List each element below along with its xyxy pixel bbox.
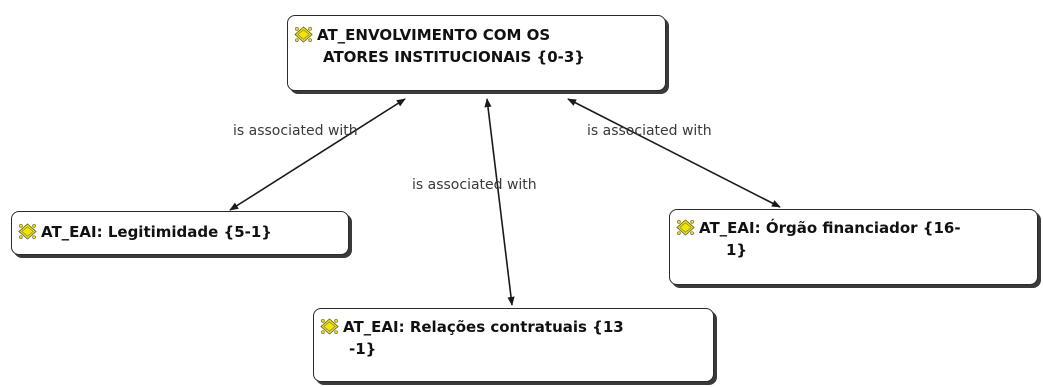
edge-root-legitimidade[interactable] bbox=[229, 98, 406, 211]
node-relacoes-line1: AT_EAI: Relações contratuais {13 bbox=[343, 318, 624, 336]
edge-root-relacoes[interactable] bbox=[484, 98, 515, 306]
node-relacoes-contratuais[interactable]: AT_EAI: Relações contratuais {13 -1} bbox=[313, 308, 714, 382]
node-root-line1: AT_ENVOLVIMENTO COM OS bbox=[317, 26, 551, 44]
node-legitimidade-label: AT_EAI: Legitimidade {5-1} bbox=[41, 223, 272, 241]
node-root-line2: ATORES INSTITUCIONAIS {0-3} bbox=[323, 48, 585, 66]
node-relacoes-line2: -1} bbox=[349, 340, 377, 358]
edge-root-orgao[interactable] bbox=[567, 98, 781, 208]
node-relacoes-line1-row: AT_EAI: Relações contratuais {13 bbox=[320, 316, 705, 338]
edge-label-right: is associated with bbox=[587, 123, 712, 139]
node-orgao-line1: AT_EAI: Órgão financiador {16- bbox=[699, 219, 961, 237]
node-root[interactable]: AT_ENVOLVIMENTO COM OS ATORES INSTITUCIO… bbox=[287, 15, 666, 91]
node-orgao-line1-row: AT_EAI: Órgão financiador {16- bbox=[676, 217, 1029, 239]
code-family-icon bbox=[18, 223, 37, 240]
code-family-icon bbox=[320, 318, 339, 335]
node-orgao-line2: 1} bbox=[726, 241, 748, 259]
code-family-icon bbox=[676, 219, 695, 236]
code-family-icon bbox=[294, 26, 313, 43]
node-root-line1-row: AT_ENVOLVIMENTO COM OS bbox=[294, 24, 657, 46]
node-orgao-financiador[interactable]: AT_EAI: Órgão financiador {16- 1} bbox=[669, 209, 1038, 285]
edge-label-center: is associated with bbox=[412, 177, 537, 193]
node-legitimidade[interactable]: AT_EAI: Legitimidade {5-1} bbox=[11, 211, 349, 255]
edge-label-left: is associated with bbox=[233, 123, 358, 139]
